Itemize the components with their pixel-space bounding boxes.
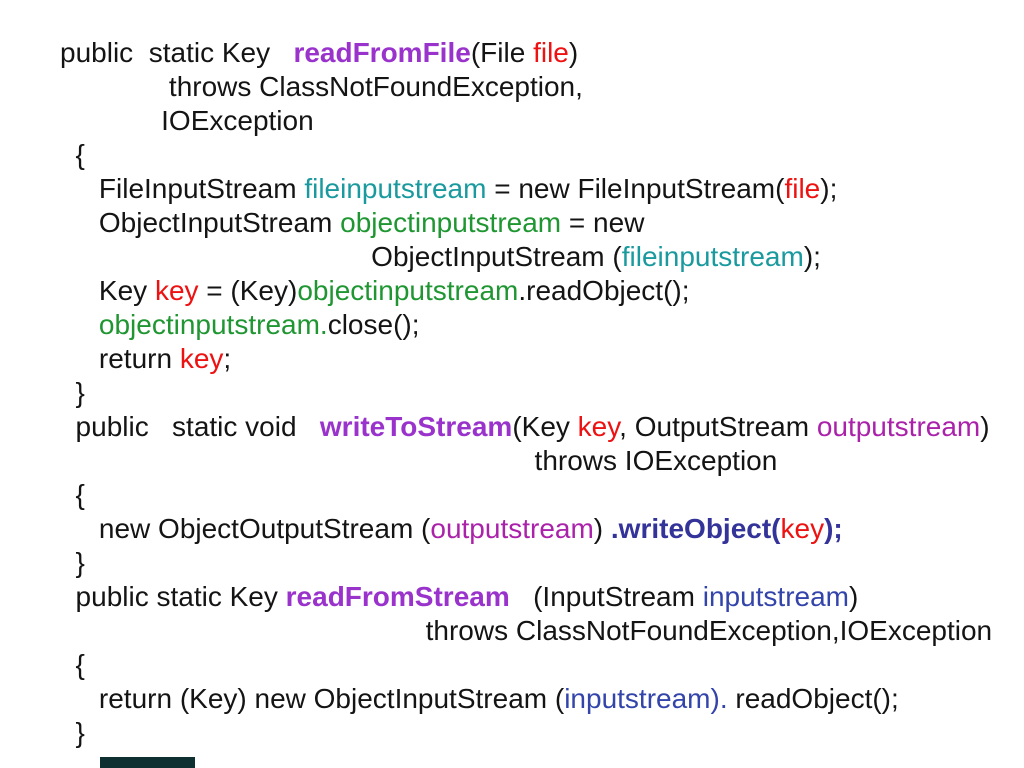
code-line: IOException [60, 104, 992, 138]
code-line: objectinputstream.close(); [60, 308, 992, 342]
code-line: public static Key readFromFile(File file… [60, 36, 992, 70]
code-segment: new ObjectOutputStream ( [60, 513, 431, 544]
code-segment: = new [561, 207, 645, 238]
code-line: return key; [60, 342, 992, 376]
code-line: new ObjectOutputStream (outputstream) .w… [60, 512, 992, 546]
code-block: public static Key readFromFile(File file… [60, 36, 992, 750]
code-segment: outputstream [816, 411, 981, 442]
bottom-left-bar [100, 757, 195, 768]
code-segment: close(); [327, 309, 420, 340]
code-line: Key key = (Key)objectinputstream.readObj… [60, 274, 992, 308]
code-segment: fileinputstream [304, 173, 487, 204]
code-segment: { [60, 139, 85, 170]
code-segment: = new FileInputStream( [486, 173, 785, 204]
code-line: ObjectInputStream objectinputstream = ne… [60, 206, 992, 240]
code-segment: ); [824, 513, 843, 544]
code-segment: ) [568, 37, 579, 68]
code-segment: key [780, 513, 825, 544]
code-segment: public static Key [60, 37, 294, 68]
code-segment: objectinputstream [297, 275, 519, 306]
code-segment: throws IOException [60, 445, 778, 476]
code-segment: ) [593, 513, 611, 544]
code-segment: fileinputstream [621, 241, 804, 272]
code-segment: { [60, 479, 85, 510]
code-segment: ); [803, 241, 821, 272]
code-line: } [60, 376, 992, 410]
code-segment: readFromStream [285, 581, 510, 612]
code-segment: objectinputstream [340, 207, 562, 238]
code-line: public static void writeToStream(Key key… [60, 410, 992, 444]
code-segment: .writeObject [610, 513, 772, 544]
code-segment: (Key [512, 411, 578, 442]
code-segment: file [784, 173, 821, 204]
code-line: { [60, 478, 992, 512]
code-segment: writeToStream [319, 411, 513, 442]
code-segment: throws ClassNotFoundException,IOExceptio… [60, 615, 993, 646]
code-segment: ); [820, 173, 838, 204]
code-segment: readFromFile [293, 37, 471, 68]
code-segment: throws ClassNotFoundException, [60, 71, 583, 102]
code-segment: readObject(); [727, 683, 899, 714]
code-line: return (Key) new ObjectInputStream (inpu… [60, 682, 992, 716]
code-segment: ObjectInputStream [60, 207, 341, 238]
code-segment: ( [771, 513, 781, 544]
code-line: } [60, 716, 992, 750]
code-segment: } [60, 377, 85, 408]
code-line: throws ClassNotFoundException, [60, 70, 992, 104]
code-line: { [60, 648, 992, 682]
code-segment: (InputStream [509, 581, 703, 612]
code-segment: } [60, 717, 85, 748]
code-segment: file [533, 37, 569, 68]
code-segment: FileInputStream [60, 173, 305, 204]
code-segment: inputstream [702, 581, 850, 612]
code-segment: ObjectInputStream ( [60, 241, 622, 272]
code-segment: outputstream [430, 513, 594, 544]
code-segment: key [577, 411, 620, 442]
code-segment: ) [849, 581, 859, 612]
code-segment: Key [60, 275, 155, 306]
code-line: throws ClassNotFoundException,IOExceptio… [60, 614, 993, 648]
code-segment: { [60, 649, 85, 680]
code-segment: } [60, 547, 85, 578]
code-segment: ; [223, 343, 232, 374]
code-segment: return (Key) new ObjectInputStream ( [60, 683, 565, 714]
code-segment: .readObject(); [518, 275, 690, 306]
code-line: FileInputStream fileinputstream = new Fi… [60, 172, 992, 206]
code-line: } [60, 546, 992, 580]
code-segment: objectinputstream. [98, 309, 328, 340]
code-line: throws IOException [60, 444, 992, 478]
code-line: ObjectInputStream (fileinputstream); [60, 240, 992, 274]
code-segment: public static void [60, 411, 320, 442]
code-segment: key [179, 343, 224, 374]
code-segment: ) [980, 411, 990, 442]
code-segment: return [60, 343, 180, 374]
code-segment: key [154, 275, 199, 306]
code-segment: inputstream). [564, 683, 728, 714]
code-line: { [60, 138, 992, 172]
code-line: public static Key readFromStream (InputS… [60, 580, 992, 614]
code-segment: public static Key [60, 581, 286, 612]
code-segment: IOException [60, 105, 314, 136]
code-segment: = (Key) [198, 275, 298, 306]
code-segment: , OutputStream [619, 411, 817, 442]
code-segment [60, 309, 99, 340]
code-segment: (File [470, 37, 534, 68]
